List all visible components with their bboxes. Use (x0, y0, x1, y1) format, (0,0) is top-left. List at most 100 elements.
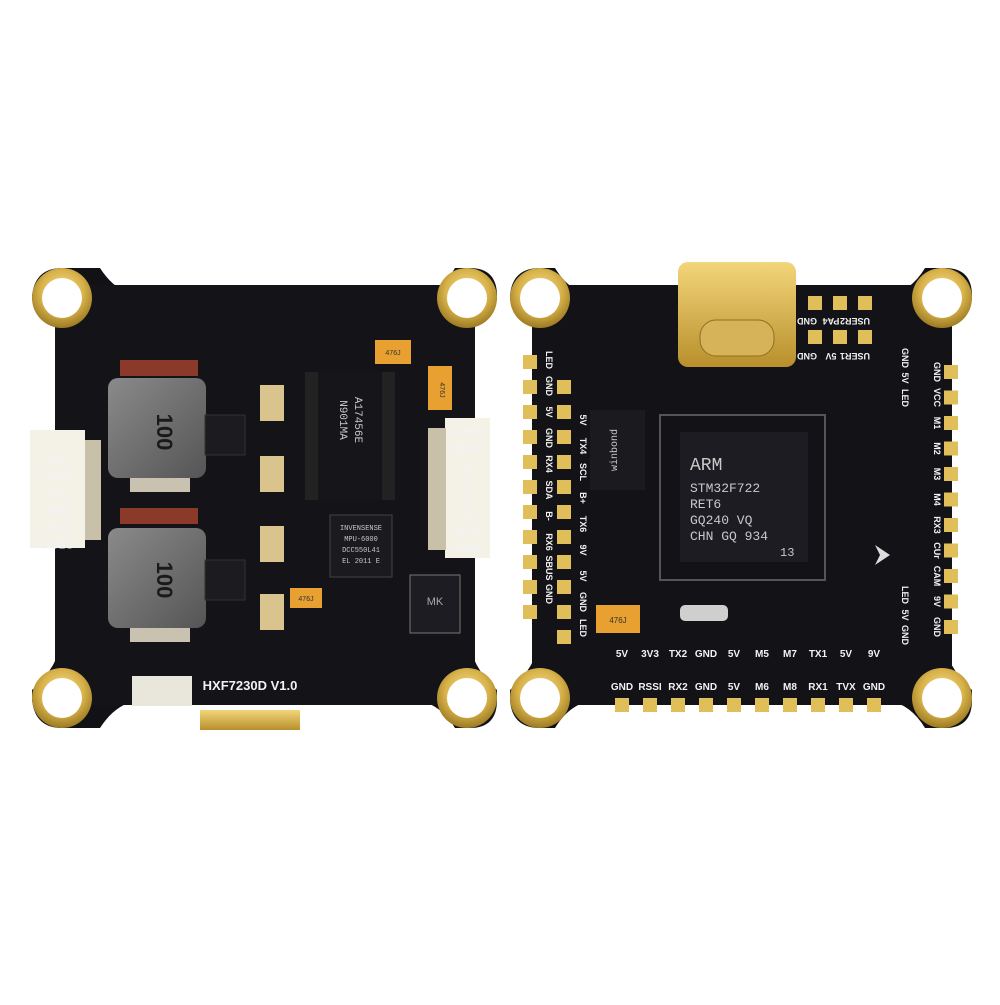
right-pad-label: M2 (932, 442, 942, 455)
bottom-pad-label-bottom: GND (695, 682, 717, 693)
top-pad-label: PA4 (823, 316, 840, 326)
bottom-pad-label-bottom: 5V (728, 682, 741, 693)
right-pad-label: M4 (932, 493, 942, 506)
mount-hole-br (912, 668, 972, 728)
right-connector-label: 3 (464, 475, 471, 489)
svg-text:A17456E: A17456E (351, 397, 363, 444)
boot-button[interactable] (132, 676, 192, 706)
right-pad-label: GND (932, 617, 942, 638)
left-pad-label: B- (544, 511, 554, 521)
solder-pad (557, 605, 571, 619)
top-pad-rows (808, 296, 872, 344)
bottom-pad-label-top: GND (695, 649, 717, 660)
solder-pad (944, 365, 958, 379)
right-extra-label: 5V (900, 372, 910, 383)
solder-pad (643, 698, 657, 712)
solder-pad (523, 505, 537, 519)
solder-pad (867, 698, 881, 712)
bottom-pad-label-bottom: RX1 (808, 682, 828, 693)
usb-port-left[interactable] (200, 710, 300, 730)
bottom-pad-label-top: 3V3 (641, 649, 659, 660)
left-pad-label: GND (544, 376, 554, 397)
solder-pad (523, 480, 537, 494)
bottom-pad-label-bottom: GND (611, 682, 633, 693)
left-pad-label: TX6 (578, 516, 588, 533)
solder-pad (557, 380, 571, 394)
right-pad-label: GND (932, 362, 942, 383)
right-pad-label: CAM (932, 566, 942, 587)
solder-pad (858, 296, 872, 310)
solder-pad (727, 698, 741, 712)
mount-hole-tr (912, 268, 972, 328)
top-pad-label: 5V (825, 351, 836, 361)
bottom-pad-label-bottom: GND (863, 682, 885, 693)
right-pad-label: M1 (932, 417, 942, 430)
tantalum-cap-2: 476J (428, 366, 452, 410)
tantalum-cap-3: 476J (290, 588, 322, 608)
solder-pad (944, 390, 958, 405)
left-connector-label: 9V (50, 452, 65, 466)
right-board: ARM STM32F722 RET6 GQ240 VQ CHN GQ 934 1… (510, 262, 972, 728)
solder-pad (557, 580, 571, 594)
right-connector-label: VCC (454, 524, 480, 538)
diode: MK (409, 574, 461, 634)
solder-pad (944, 416, 958, 430)
svg-text:476J: 476J (298, 596, 313, 603)
right-connector-label: RX3 (455, 442, 479, 456)
solder-pad (944, 492, 958, 507)
left-pad-label: TX4 (578, 438, 588, 455)
left-pad-label: 5V (544, 406, 554, 417)
left-connector-label: SBUS (40, 537, 73, 551)
svg-text:DCC550L41: DCC550L41 (342, 547, 380, 555)
bottom-pad-label-top: M7 (783, 649, 797, 660)
right-pad-column (944, 365, 958, 634)
ceramic-cap (260, 385, 284, 421)
svg-text:CHN GQ 934: CHN GQ 934 (690, 529, 768, 544)
right-connector (428, 418, 490, 558)
svg-text:N901MA: N901MA (336, 400, 348, 440)
mount-hole-br (437, 668, 497, 728)
solder-pad (557, 630, 571, 644)
bottom-pad-label-top: 5V (728, 649, 741, 660)
solder-pad (944, 441, 958, 456)
top-pad-label: USER2 (840, 316, 870, 326)
logo-arrow (875, 545, 890, 565)
solder-pad (557, 555, 571, 569)
board-model-label: HXF7230D V1.0 (203, 678, 298, 693)
ceramic-cap (260, 526, 284, 562)
bottom-pad-label-bottom: RX2 (668, 682, 688, 693)
inductor-1-label: 100 (152, 414, 177, 451)
solder-pad (557, 505, 571, 519)
solder-pad (557, 455, 571, 469)
svg-text:ARM: ARM (690, 456, 722, 476)
ceramic-cap (260, 456, 284, 492)
bottom-pad-label-top: TX2 (669, 649, 688, 660)
bottom-pad-label-top: TX1 (809, 649, 828, 660)
left-connector-label: GND (43, 469, 70, 483)
solder-pad (944, 594, 958, 609)
inductor-2-label: 100 (152, 562, 177, 599)
tantalum-cap: 476J (596, 605, 640, 633)
left-connector (30, 430, 101, 548)
imu-chip: INVENSENSE MPU-6000 DCC550L41 EL 2011 E (329, 514, 393, 578)
usb-c-port[interactable] (678, 262, 796, 367)
right-pad-label: 9V (932, 596, 942, 607)
solder-pad (523, 380, 537, 394)
right-extra-label: LED (900, 586, 910, 605)
inductor-1: 100 (108, 360, 206, 492)
left-pad-label: LED (578, 619, 588, 638)
mount-hole-bl (32, 668, 92, 728)
solder-pad (523, 405, 537, 419)
left-pad-label: RX4 (544, 455, 554, 473)
svg-text:MK: MK (427, 596, 444, 608)
left-connector-label: RX5 (45, 503, 69, 517)
regulator-chip-1 (204, 414, 246, 456)
solder-pad (944, 518, 958, 532)
left-pad-label: SDA (544, 480, 554, 500)
left-pad-label: 5V (578, 570, 588, 581)
solder-pad (671, 698, 685, 712)
left-pad-label: B+ (578, 492, 588, 504)
right-connector-label: GND (454, 541, 481, 555)
